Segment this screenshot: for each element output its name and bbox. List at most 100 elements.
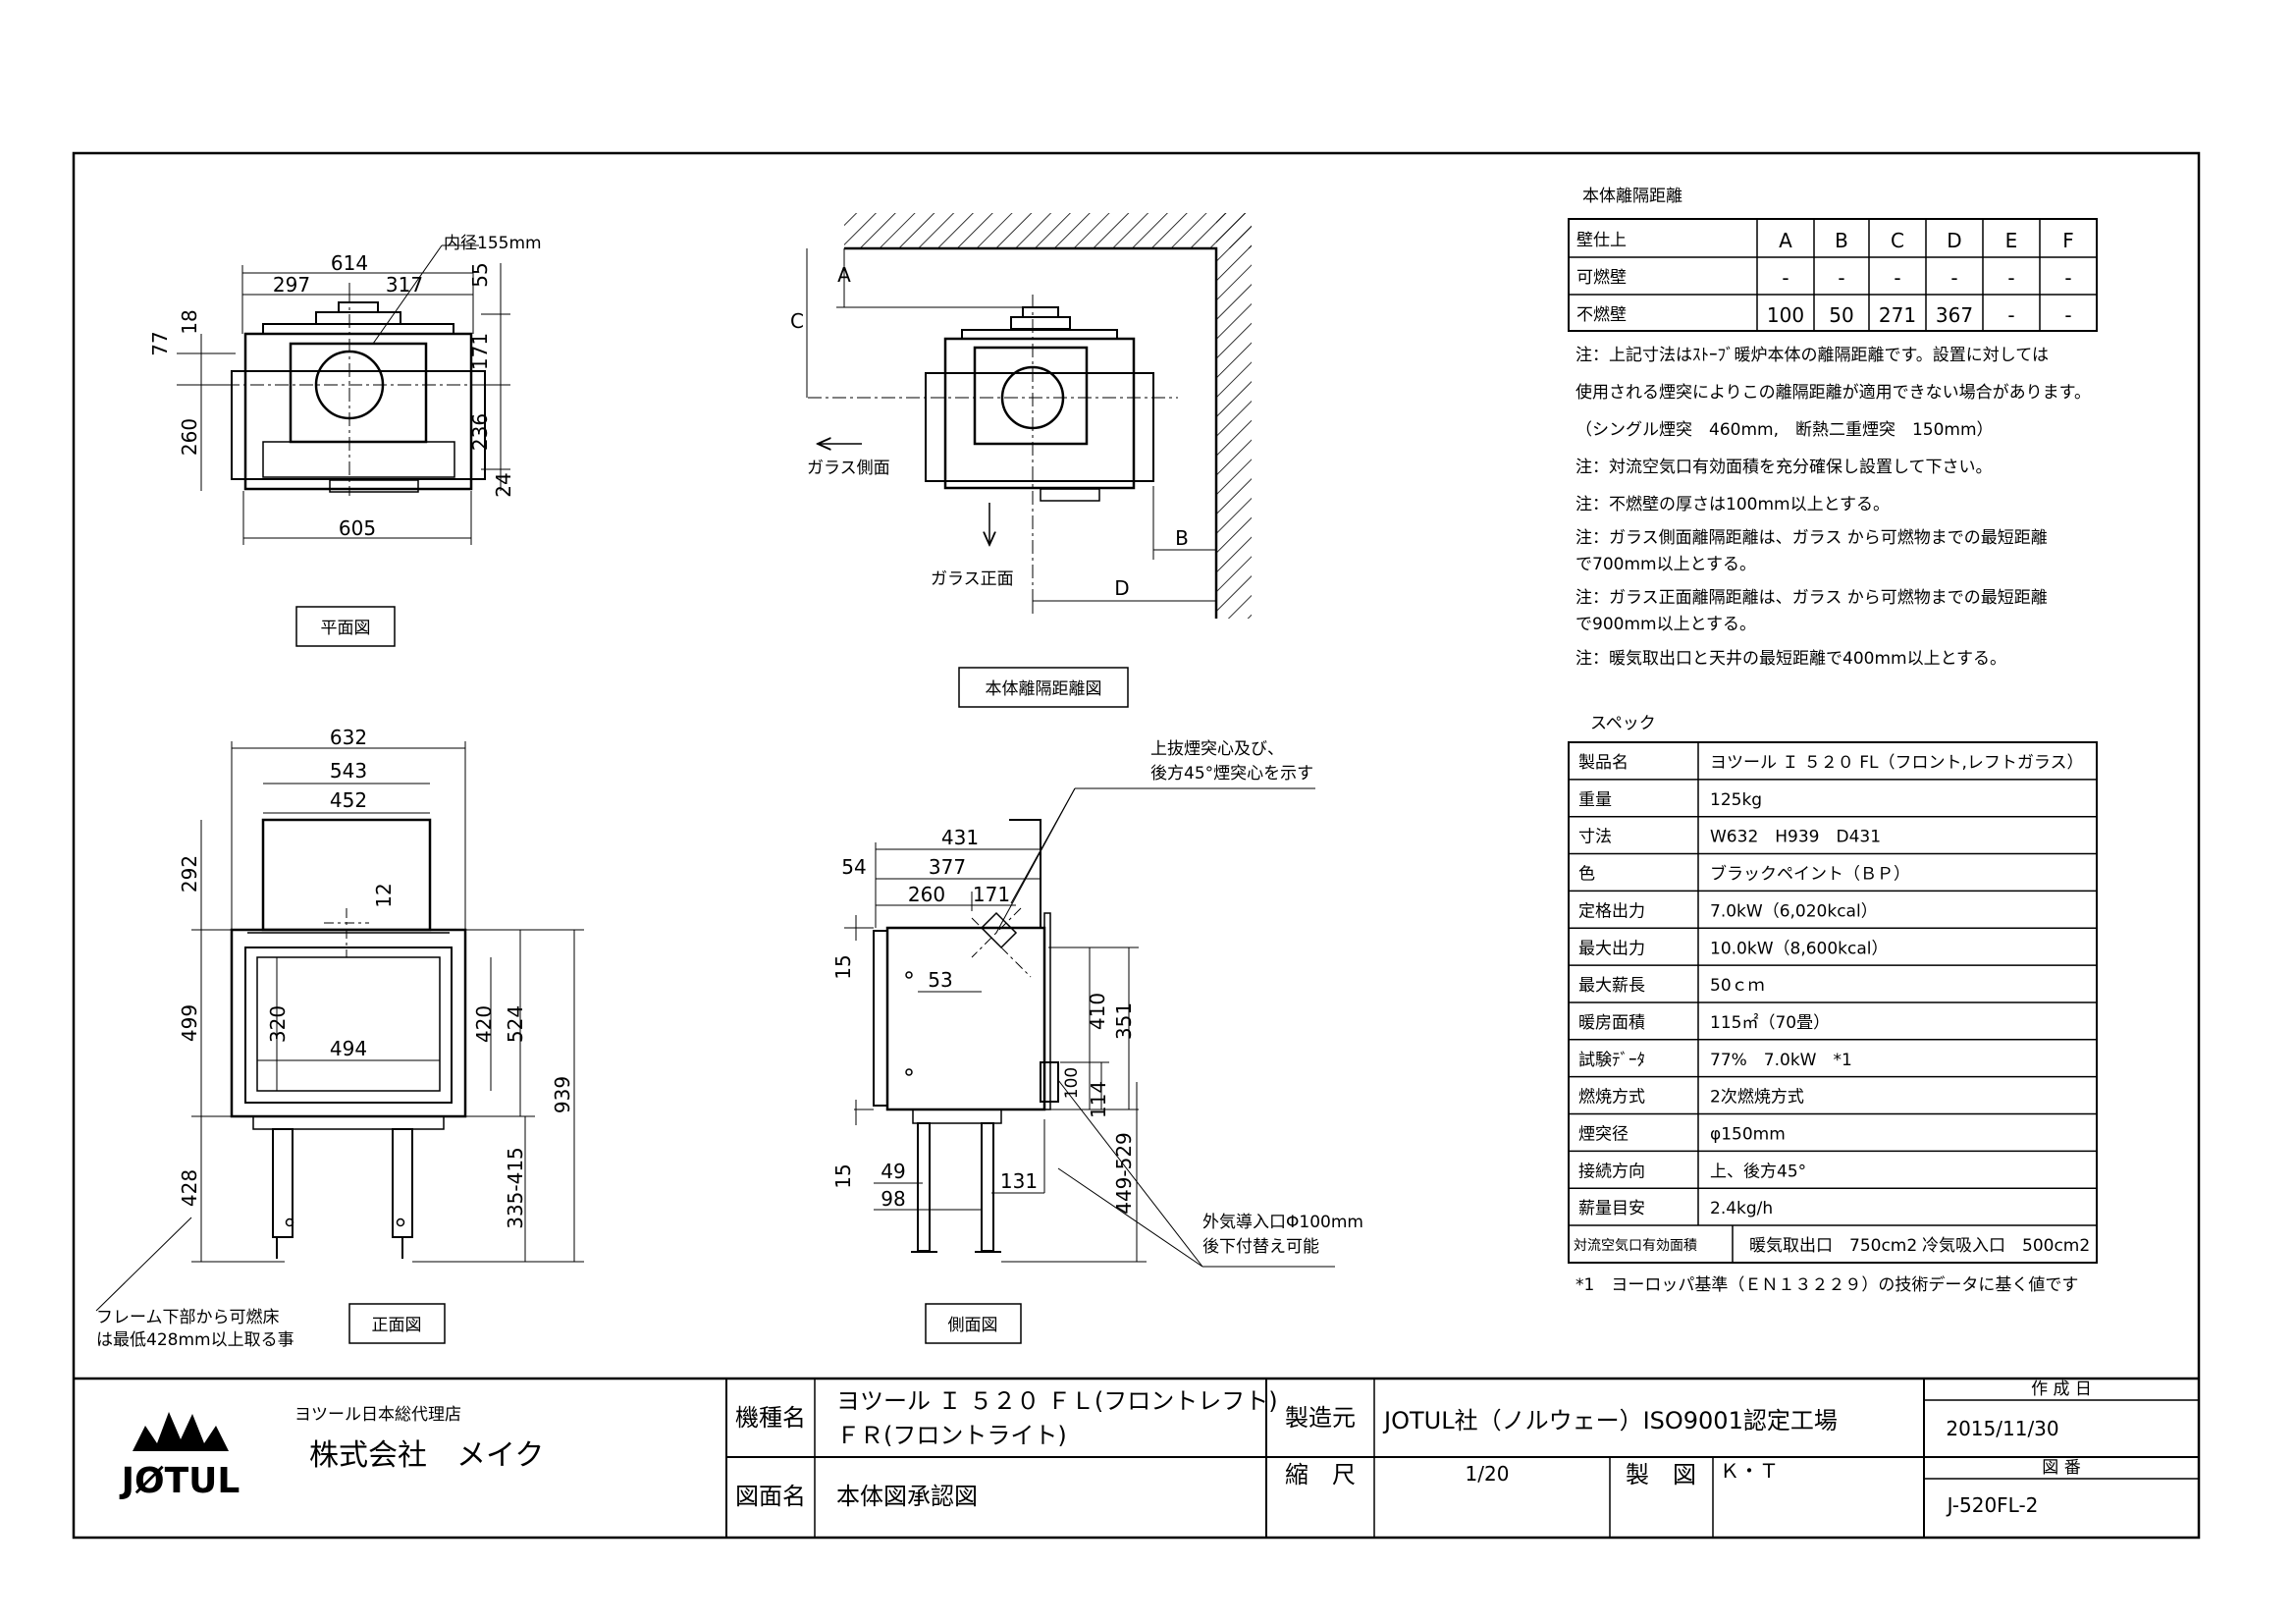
spec-label: 試験ﾃﾞｰﾀ (1578, 1051, 1645, 1070)
spec-label: 製品名 (1578, 753, 1629, 773)
spec-value: W632 H939 D431 (1710, 828, 1881, 847)
front-leg-right (392, 1128, 413, 1238)
spec-value: 2.4kg/h (1710, 1199, 1773, 1218)
scale-label: 縮 尺 (1285, 1461, 1356, 1488)
dim-plan-614: 614 (331, 251, 368, 275)
clearance-view-label: 本体離隔距離図 (986, 679, 1102, 699)
spec-label: 薪量目安 (1578, 1199, 1645, 1218)
note-line: 注：ガラス側面離隔距離は、ガラス から可燃物までの最短距離 (1575, 528, 2048, 548)
glass-side-label: ガラス側面 (807, 459, 890, 478)
dim-plan-55: 55 (468, 262, 492, 287)
spec-value: 10.0kW（8,600kcal） (1710, 939, 1889, 958)
table-cell: - (2064, 303, 2071, 327)
spec-title: スペック (1590, 714, 1656, 733)
clearance-header-d: D (1947, 229, 1961, 252)
table-cell: - (1950, 266, 1957, 290)
jotul-logo: JØTUL (119, 1461, 240, 1501)
clearance-letter-c: C (790, 309, 804, 333)
manufacturer-label: 製造元 (1285, 1404, 1356, 1432)
dim-front-292: 292 (178, 855, 201, 893)
table-cell: 271 (1879, 303, 1916, 327)
spec-value: ブラックペイント（ＢＰ） (1710, 864, 1910, 885)
spec-label: 最大薪長 (1578, 976, 1645, 996)
drawing-name-label: 図面名 (735, 1483, 806, 1510)
clearance-header-b: B (1835, 229, 1848, 252)
clearance-table: 本体離隔距離 壁仕上 A B C D E F 可燃壁 - - - - - - 不… (1568, 187, 2098, 332)
plan-view: 614 297 317 605 内径155mm 77 18 260 55 171… (148, 234, 542, 647)
title-block: JØTUL ヨツール日本総代理店 株式会社 メイク 機種名 ヨツール Ｉ ５２０… (74, 1377, 2199, 1538)
plan-view-label: 平面図 (321, 619, 371, 638)
front-floor-note-1: フレーム下部から可燃床 (96, 1308, 280, 1327)
clearance-table-title: 本体離隔距離 (1582, 187, 1682, 206)
side-flue-note-1: 上抜煙突心及び、 (1150, 739, 1284, 759)
drafter-name: Ｋ・Ｔ (1720, 1459, 1779, 1483)
note-line: 注：対流空気口有効面積を充分確保し設置して下さい。 (1575, 458, 1993, 477)
glass-front-label: ガラス正面 (931, 569, 1014, 589)
note-line: 注：上記寸法はｽﾄｰﾌﾞ暖炉本体の離隔距離です。設置に対しては (1575, 346, 2049, 365)
sheet-border (72, 151, 2201, 1540)
dim-front-420: 420 (472, 1005, 496, 1043)
table-cell: - (2007, 303, 2014, 327)
clearance-header-f: F (2062, 229, 2074, 252)
model-label: 機種名 (735, 1404, 806, 1432)
note-line: 注：ガラス正面離隔距離は、ガラス から可燃物までの最短距離 (1575, 588, 2048, 608)
clearance-header-a: A (1779, 229, 1792, 252)
clearance-letter-a: A (837, 263, 851, 287)
dim-side-49: 49 (881, 1160, 905, 1183)
model-name-line1: ヨツール Ｉ ５２０ ＦＬ(フロントレフト) (836, 1387, 1278, 1415)
side-air-note-1: 外気導入口Φ100mm (1202, 1213, 1363, 1232)
spec-label: 重量 (1578, 790, 1612, 810)
side-leg-rear (981, 1122, 994, 1252)
clearance-header-finish: 壁仕上 (1576, 231, 1627, 250)
dim-side-114: 114 (1087, 1081, 1110, 1118)
spec-label: 燃焼方式 (1578, 1088, 1645, 1108)
dim-front-12: 12 (372, 883, 396, 907)
dim-side-260: 260 (908, 883, 945, 906)
dim-side-171: 171 (973, 883, 1010, 906)
spec-label-air-area: 対流空気口有効面積 (1574, 1238, 1697, 1254)
spec-value-cold-inlet: 冷気吸入口 500cm2 (1922, 1236, 2090, 1256)
note-line: （シングル煙突 460mm, 断熱二重煙突 150mm） (1575, 420, 1994, 440)
side-top-flue (1009, 819, 1041, 928)
front-leg-left (272, 1128, 294, 1238)
spec-value: 115㎡（70畳） (1710, 1013, 1830, 1033)
clearance-letter-d: D (1114, 576, 1129, 600)
scale-value: 1/20 (1466, 1462, 1510, 1486)
dim-side-98: 98 (881, 1187, 905, 1211)
side-leg-front (917, 1122, 931, 1252)
dim-plan-77: 77 (148, 331, 172, 355)
dim-side-351: 351 (1112, 1002, 1136, 1040)
spec-value-warm-outlet: 暖気取出口 750cm2 (1749, 1236, 1917, 1256)
plan-body-outline (243, 332, 473, 491)
table-cell: - (1782, 266, 1789, 290)
dim-side-15-top: 15 (831, 954, 855, 979)
spec-footnote: *1 ヨーロッパ基準（ＥＮ１３２２９）の技術データに基く値です (1575, 1274, 2078, 1295)
spec-value: 7.0kW（6,020kcal） (1710, 901, 1878, 921)
dim-front-335-415: 335-415 (504, 1147, 527, 1229)
spec-label: 寸法 (1578, 828, 1612, 847)
front-view: 632 543 452 494 292 12 499 320 420 524 9… (95, 726, 584, 1350)
drawing-number: J-520FL-2 (1946, 1493, 2039, 1517)
dim-side-15-bottom: 15 (831, 1163, 855, 1188)
table-cell: 100 (1767, 303, 1804, 327)
plan-flue-diameter-note: 内径155mm (444, 234, 542, 253)
dim-side-431: 431 (941, 826, 979, 849)
dim-front-452: 452 (330, 788, 367, 812)
table-cell: - (2007, 266, 2014, 290)
table-cell: - (1894, 266, 1900, 290)
clearance-row-combustible: 可燃壁 (1576, 268, 1627, 288)
spec-value: 2次燃焼方式 (1710, 1088, 1804, 1108)
note-line: 注：不燃壁の厚さは100mm以上とする。 (1575, 495, 1890, 514)
dim-side-100: 100 (1062, 1067, 1082, 1099)
note-line: 注：暖気取出口と天井の最短距離で400mm以上とする。 (1575, 649, 2006, 669)
spec-value: 上、後方45° (1710, 1162, 1806, 1181)
spec-label: 暖房面積 (1578, 1013, 1645, 1033)
spec-value: φ150mm (1710, 1125, 1786, 1145)
dim-plan-605: 605 (339, 516, 376, 540)
spec-value: 50ｃｍ (1710, 976, 1765, 996)
manufacturer-name: JOTUL社（ノルウェー）ISO9001認定工場 (1382, 1407, 1838, 1434)
spec-value: 77% 7.0kW *1 (1710, 1051, 1852, 1070)
spec-label: 色 (1578, 865, 1595, 885)
installation-notes: 注：上記寸法はｽﾄｰﾌﾞ暖炉本体の離隔距離です。設置に対しては 使用される煙突に… (1575, 346, 2091, 669)
